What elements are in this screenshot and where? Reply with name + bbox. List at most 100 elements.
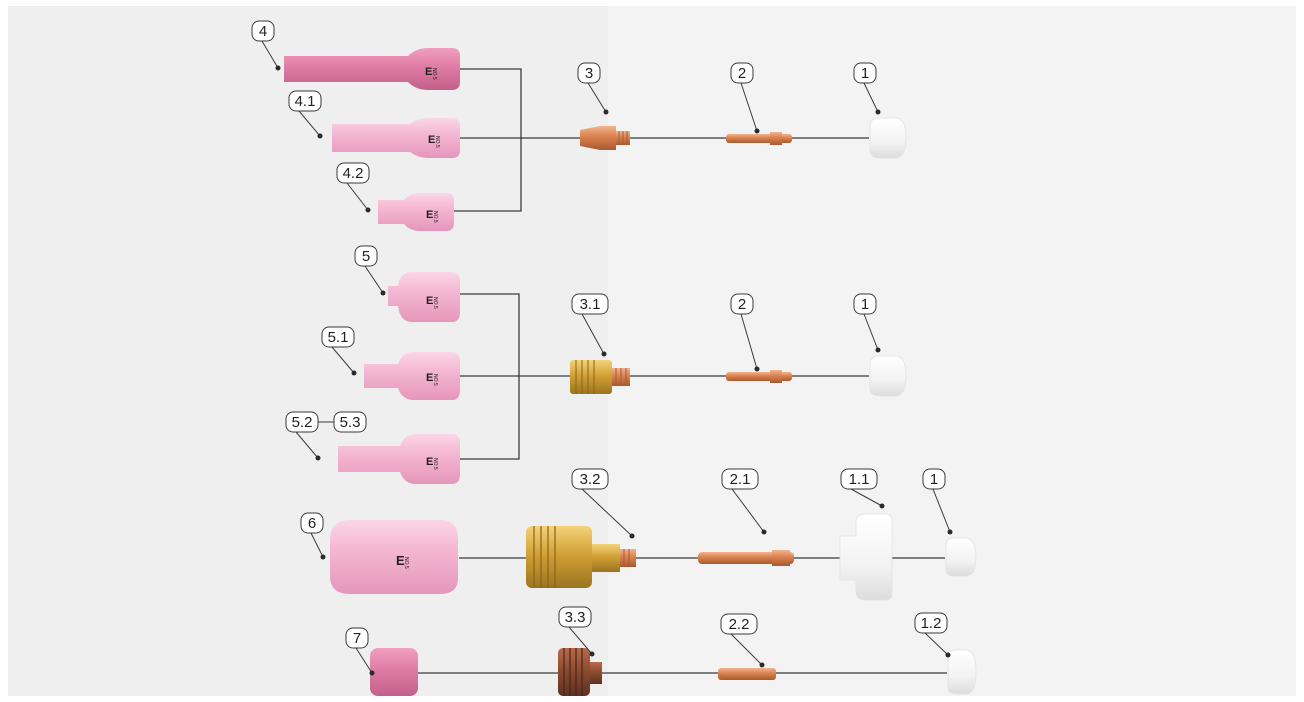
label-text: 4 — [259, 23, 267, 40]
label-text: 2.2 — [729, 616, 750, 633]
label-l4: 4 — [251, 20, 281, 71]
label-box — [853, 293, 877, 315]
collet-2-1 — [698, 550, 794, 566]
label-text: 6 — [308, 515, 316, 532]
label-text: 1 — [861, 296, 869, 313]
leader-dot — [365, 207, 371, 213]
nozzle-7 — [370, 648, 418, 696]
label-text: 5 — [362, 248, 370, 265]
leader-line — [346, 182, 369, 211]
label-text: 5.1 — [328, 329, 349, 346]
leader-line — [932, 488, 951, 533]
label-l33: 3.3 — [558, 606, 595, 657]
leader-line — [730, 633, 763, 666]
label-box — [354, 245, 378, 267]
label-box — [922, 468, 946, 490]
leader-dot — [875, 347, 881, 353]
label-l3-row1: 3 — [577, 62, 609, 115]
leader-dot — [629, 533, 635, 539]
label-l31: 3.1 — [571, 293, 609, 357]
label-l2-row1: 2 — [730, 62, 760, 134]
label-box — [558, 606, 592, 628]
leader-dot — [351, 370, 357, 376]
leader-line — [740, 313, 758, 370]
leader-line — [924, 632, 949, 656]
label-text: 2.1 — [730, 471, 751, 488]
leader-dot — [945, 652, 951, 658]
leader-dot — [369, 670, 375, 676]
label-box — [721, 468, 759, 490]
nozzle-size: NO.5 — [432, 374, 438, 386]
label-l2-row2: 2 — [730, 293, 760, 372]
label-box — [914, 612, 948, 634]
label-l5: 5 — [354, 245, 386, 296]
label-box — [571, 293, 609, 315]
label-text: 3 — [585, 65, 593, 82]
label-text: 5.3 — [340, 414, 361, 431]
label-l41: 4.1 — [288, 90, 323, 139]
leader-dot — [589, 651, 595, 657]
leader-line — [863, 82, 879, 113]
leader-dot — [320, 554, 326, 560]
gas-lens-3-2 — [526, 526, 636, 588]
label-box — [853, 62, 877, 84]
label-text: 3.3 — [565, 609, 586, 626]
nozzle-size: NO.5 — [432, 211, 438, 223]
nozzle-logo: E — [426, 209, 433, 221]
label-box — [730, 293, 754, 315]
label-l1-row3: 1 — [922, 468, 953, 535]
leader-line — [581, 313, 605, 355]
label-box — [577, 62, 601, 84]
leader-line — [355, 647, 373, 674]
label-text: 2 — [738, 65, 746, 82]
label-box — [720, 613, 758, 635]
leader-line — [863, 313, 879, 351]
nozzle-logo: E — [426, 372, 433, 384]
nozzle-4-1: E NO.5 — [332, 118, 460, 158]
back-cap-1 — [869, 117, 907, 159]
label-l42: 4.2 — [336, 162, 371, 213]
label-text: 1 — [930, 471, 938, 488]
label-text: 7 — [353, 630, 361, 647]
nozzle-logo: E — [425, 66, 432, 78]
label-text: 4.1 — [295, 93, 316, 110]
insulator-1-1 — [839, 513, 893, 601]
label-box — [321, 326, 355, 348]
leader-line — [310, 532, 324, 558]
label-box — [345, 627, 369, 649]
label-l6: 6 — [300, 512, 326, 560]
label-text: 1 — [861, 65, 869, 82]
label-box — [336, 162, 370, 184]
leader-dot — [380, 290, 386, 296]
leader-dot — [947, 529, 953, 535]
leader-line — [740, 82, 758, 132]
leader-dot — [754, 128, 760, 134]
label-l11: 1.1 — [840, 468, 885, 509]
label-text: 1.2 — [921, 615, 942, 632]
leader-dot — [761, 529, 767, 535]
label-box — [571, 468, 609, 490]
label-box — [730, 62, 754, 84]
leader-dot — [759, 662, 765, 668]
label-box — [300, 512, 324, 534]
leader-dot — [601, 351, 607, 357]
label-text: 2 — [738, 296, 746, 313]
nozzle-5-2-5-3: E NO.5 — [338, 434, 460, 484]
nozzle-logo: E — [428, 134, 435, 146]
label-text: 3.1 — [580, 296, 601, 313]
label-text: 5.2 — [292, 414, 313, 431]
nozzle-4: E NO.5 — [284, 48, 460, 90]
leader-dot — [275, 65, 281, 71]
label-box — [288, 90, 322, 112]
leader-dot — [879, 503, 885, 509]
back-cap-1-2 — [947, 649, 977, 695]
label-l22: 2.2 — [720, 613, 765, 668]
label-l1-row2: 1 — [853, 293, 881, 353]
leader-dot — [875, 109, 881, 115]
leader-line — [364, 265, 384, 294]
nozzle-size: NO.5 — [432, 297, 438, 309]
collet-2 — [726, 132, 792, 145]
gas-lens-3-1 — [570, 360, 630, 394]
